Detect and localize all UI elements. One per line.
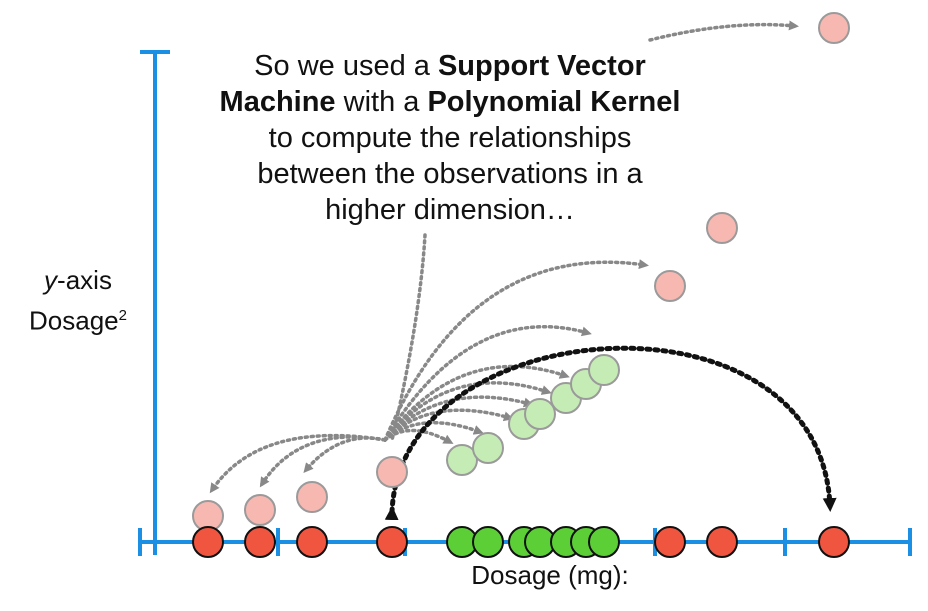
caption-text: So we used a Support Vector Machine with… <box>190 48 710 228</box>
red-observation-point <box>818 526 850 558</box>
caption-line-4: between the observations in a <box>257 158 643 190</box>
gray-dotted-arrow <box>259 435 387 488</box>
caption-line-1: So we used a Support Vector <box>254 50 646 82</box>
pink-transformed-point <box>654 270 686 302</box>
pink-transformed-point <box>818 12 850 44</box>
gray-dotted-arrow <box>383 259 649 442</box>
gray-dotted-arrow <box>209 433 387 494</box>
caption-line-2: Machine with a Polynomial Kernel <box>219 86 681 118</box>
y-axis-label: y-axis Dosage2 <box>29 265 127 336</box>
lightgreen-transformed-point <box>446 444 478 476</box>
pink-transformed-point <box>706 212 738 244</box>
red-observation-point <box>706 526 738 558</box>
lightgreen-transformed-point <box>472 432 504 464</box>
red-observation-point <box>192 526 224 558</box>
black-dotted-arc <box>384 345 837 521</box>
gray-dotted-arrow <box>303 436 387 474</box>
green-observation-point <box>588 526 620 558</box>
gray-dotted-arrow-stem <box>390 233 427 442</box>
red-observation-point <box>654 526 686 558</box>
red-observation-point <box>376 526 408 558</box>
lightgreen-transformed-point <box>588 354 620 386</box>
points <box>192 12 850 558</box>
caption-line-3: to compute the relationships <box>268 122 632 154</box>
red-observation-point <box>244 526 276 558</box>
caption-line-5: higher dimension… <box>325 194 575 226</box>
pink-transformed-point <box>244 494 276 526</box>
gray-dotted-arrow-top <box>648 20 799 42</box>
red-observation-point <box>296 526 328 558</box>
gray-dotted-arrow <box>383 324 592 442</box>
green-observation-point <box>472 526 504 558</box>
lightgreen-transformed-point <box>524 398 556 430</box>
black-double-arrow <box>384 345 837 521</box>
gray-dotted-arrow <box>383 364 570 442</box>
pink-transformed-point <box>296 481 328 513</box>
x-axis-label: Dosage (mg): <box>471 560 629 590</box>
pink-transformed-point <box>376 456 408 488</box>
